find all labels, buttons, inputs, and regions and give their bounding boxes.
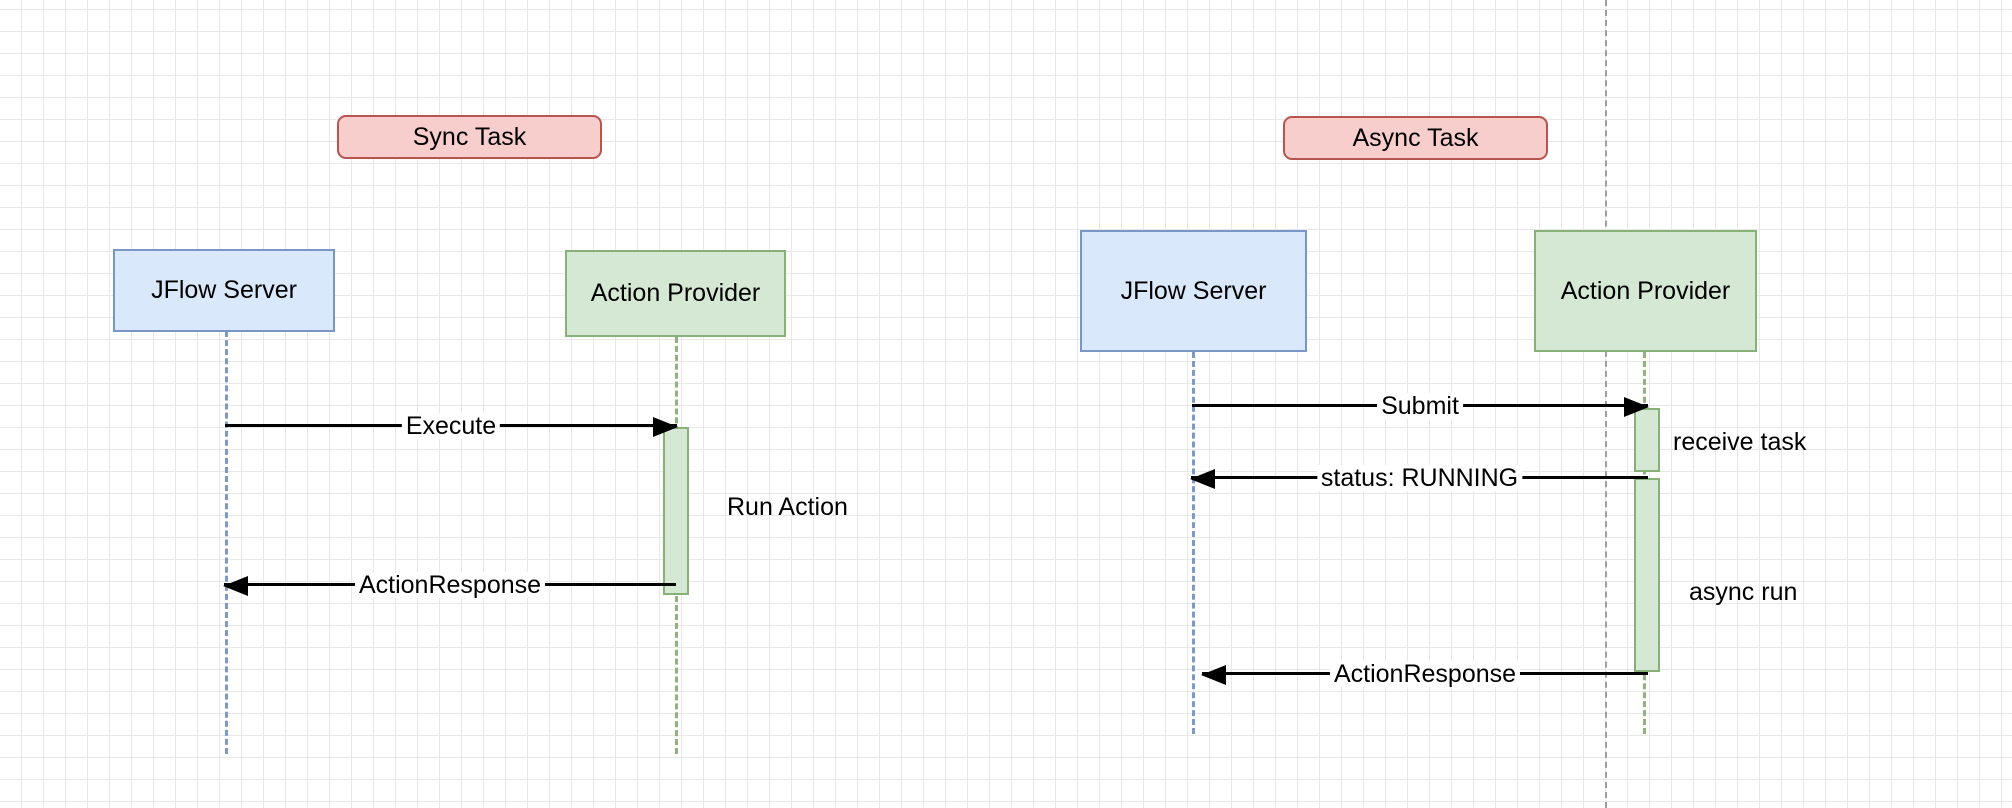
- arrowhead-right-icon: [653, 417, 678, 437]
- message-sync-execute: Execute: [225, 413, 678, 439]
- arrowhead-left-icon: [1201, 665, 1226, 685]
- message-sync-action-response: ActionResponse: [223, 572, 676, 598]
- message-async-submit: Submit: [1192, 393, 1649, 419]
- message-async-status-running: status: RUNNING: [1190, 465, 1648, 491]
- message-label: status: RUNNING: [1316, 465, 1523, 491]
- arrowhead-left-icon: [1190, 469, 1215, 489]
- participant-sync-action-provider[interactable]: Action Provider: [565, 250, 786, 337]
- participant-label: Action Provider: [1560, 276, 1731, 305]
- message-async-action-response: ActionResponse: [1201, 661, 1648, 687]
- arrowhead-left-icon: [223, 576, 248, 596]
- participant-label: Action Provider: [590, 279, 761, 307]
- note-sync-run-action: Run Action: [727, 493, 848, 521]
- arrowhead-right-icon: [1624, 397, 1649, 417]
- note-async-run: async run: [1689, 578, 1798, 606]
- message-label: ActionResponse: [354, 572, 546, 598]
- lifeline-async-jflow-server: [1192, 352, 1195, 734]
- participant-sync-jflow-server[interactable]: JFlow Server: [113, 249, 335, 332]
- message-label: ActionResponse: [1329, 661, 1521, 687]
- message-label: Execute: [401, 413, 501, 439]
- participant-label: JFlow Server: [1120, 276, 1267, 305]
- activation-async-receive-task: [1634, 408, 1660, 472]
- message-label: Submit: [1377, 393, 1463, 419]
- section-title-sync-task: Sync Task: [337, 115, 602, 159]
- section-title-async-task: Async Task: [1283, 116, 1548, 160]
- participant-async-action-provider[interactable]: Action Provider: [1534, 230, 1757, 352]
- note-async-receive-task: receive task: [1673, 428, 1807, 456]
- participant-async-jflow-server[interactable]: JFlow Server: [1080, 230, 1307, 352]
- activation-sync-run-action: [663, 427, 689, 595]
- lifeline-sync-jflow-server: [225, 331, 228, 754]
- participant-label: JFlow Server: [151, 276, 297, 304]
- activation-async-run: [1634, 478, 1660, 672]
